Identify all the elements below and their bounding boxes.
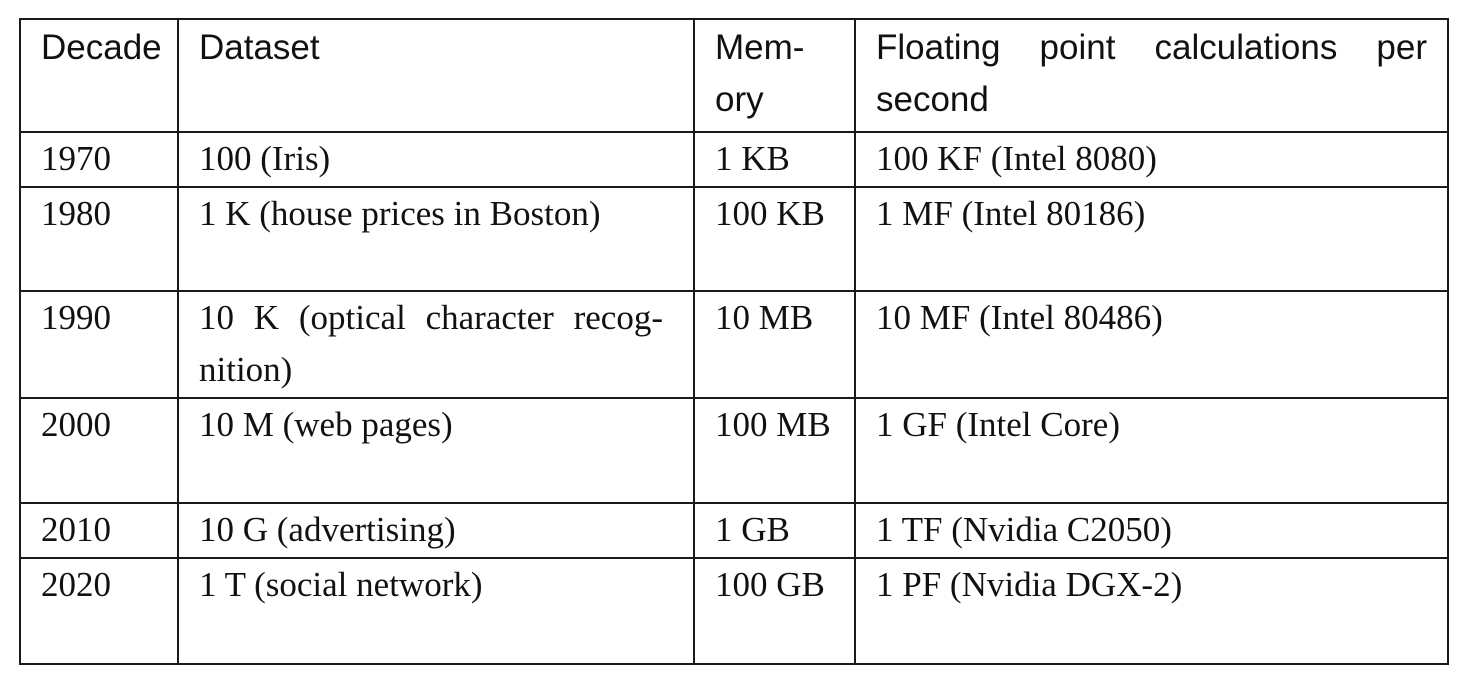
- cell-flops: 10 MF (Intel 80486): [854, 290, 1449, 399]
- table-row: 2020 1 T (social network) 100 GB 1 PF (N…: [19, 557, 1449, 665]
- table-row: 2010 10 G (advertising) 1 GB 1 TF (Nvidi…: [19, 502, 1449, 559]
- cell-dataset-line-2: nition): [199, 350, 293, 389]
- cell-decade: 2010: [19, 502, 179, 559]
- header-memory-line-1: Mem-: [715, 28, 805, 67]
- cell-flops: 1 MF (Intel 80186): [854, 186, 1449, 292]
- cell-decade: 1970: [19, 131, 179, 188]
- cell-memory: 100 GB: [693, 557, 856, 665]
- cell-dataset: 1 K (house prices in Boston): [177, 186, 695, 292]
- header-flops-line-1: Floating point calculations per: [876, 28, 1427, 67]
- table-row: 1990 10 K (optical character recog- niti…: [19, 290, 1449, 399]
- compute-history-table: Decade Dataset Mem- ory Floating point c…: [19, 18, 1449, 665]
- header-flops: Floating point calculations per second: [854, 18, 1449, 133]
- cell-flops: 1 GF (Intel Core): [854, 397, 1449, 504]
- header-dataset: Dataset: [177, 18, 695, 133]
- cell-memory: 100 MB: [693, 397, 856, 504]
- cell-flops: 1 TF (Nvidia C2050): [854, 502, 1449, 559]
- table-row: 1980 1 K (house prices in Boston) 100 KB…: [19, 186, 1449, 292]
- cell-decade: 1980: [19, 186, 179, 292]
- cell-memory: 100 KB: [693, 186, 856, 292]
- cell-flops: 100 KF (Intel 8080): [854, 131, 1449, 188]
- cell-decade: 2000: [19, 397, 179, 504]
- cell-decade: 1990: [19, 290, 179, 399]
- cell-decade: 2020: [19, 557, 179, 665]
- cell-dataset-line-1: 10 K (optical character recog-: [199, 298, 663, 337]
- cell-dataset: 10 M (web pages): [177, 397, 695, 504]
- table-row: 1970 100 (Iris) 1 KB 100 KF (Intel 8080): [19, 131, 1449, 188]
- header-memory: Mem- ory: [693, 18, 856, 133]
- table-row: 2000 10 M (web pages) 100 MB 1 GF (Intel…: [19, 397, 1449, 504]
- cell-memory: 1 KB: [693, 131, 856, 188]
- cell-dataset: 10 K (optical character recog- nition): [177, 290, 695, 399]
- cell-memory: 10 MB: [693, 290, 856, 399]
- cell-dataset: 100 (Iris): [177, 131, 695, 188]
- header-decade: Decade: [19, 18, 179, 133]
- cell-flops: 1 PF (Nvidia DGX-2): [854, 557, 1449, 665]
- header-flops-line-2: second: [876, 80, 989, 119]
- header-row: Decade Dataset Mem- ory Floating point c…: [19, 18, 1449, 133]
- cell-dataset: 10 G (advertising): [177, 502, 695, 559]
- cell-dataset: 1 T (social network): [177, 557, 695, 665]
- header-memory-line-2: ory: [715, 80, 764, 119]
- cell-memory: 1 GB: [693, 502, 856, 559]
